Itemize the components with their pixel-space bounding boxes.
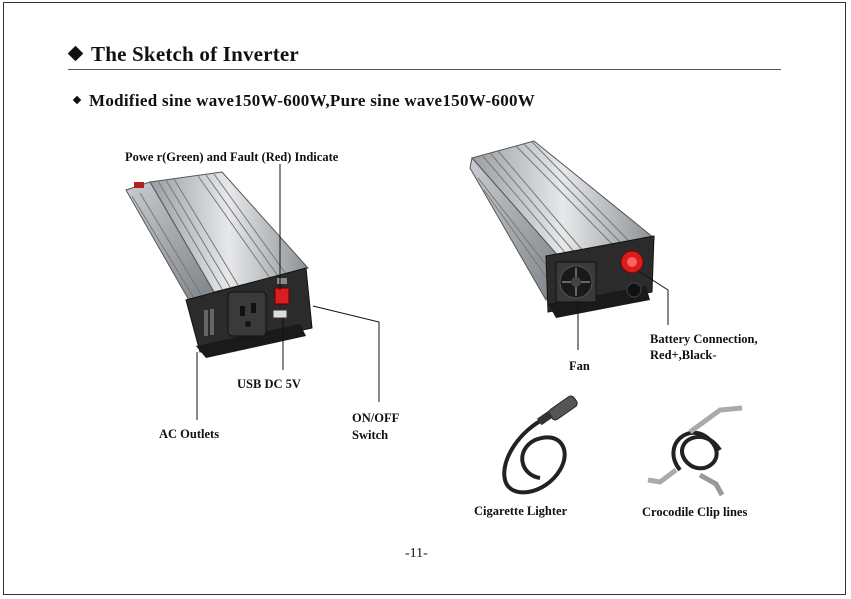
battery-label-line1: Battery Connection, bbox=[650, 331, 758, 347]
switch-label-line2: Switch bbox=[352, 427, 388, 443]
inverter-front-view bbox=[126, 172, 312, 358]
cigarette-lighter-cable bbox=[504, 394, 578, 492]
crocodile-clip-label: Crocodile Clip lines bbox=[642, 504, 747, 520]
crocodile-clip-cables bbox=[648, 408, 742, 495]
cigarette-lighter-label: Cigarette Lighter bbox=[474, 503, 567, 519]
ac-outlets-label: AC Outlets bbox=[159, 426, 219, 442]
usb-label: USB DC 5V bbox=[237, 376, 301, 392]
indicator-label: Powe r(Green) and Fault (Red) Indicate bbox=[125, 149, 338, 165]
battery-label-line2: Red+,Black- bbox=[650, 347, 717, 363]
switch-label-line1: ON/OFF bbox=[352, 410, 399, 426]
inverter-rear-view bbox=[470, 141, 654, 318]
page-number: -11- bbox=[405, 546, 428, 562]
fan-label: Fan bbox=[569, 358, 590, 374]
